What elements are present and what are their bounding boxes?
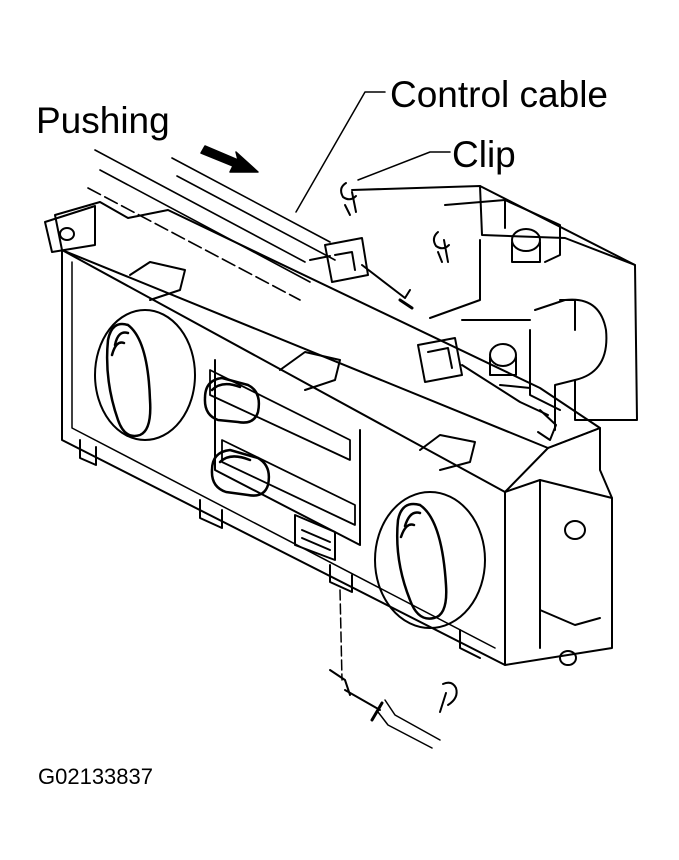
pushing-label: Pushing: [36, 100, 170, 141]
clip-symbols: [340, 182, 458, 713]
knob-right: [395, 502, 448, 620]
incoming-cables: [87, 149, 336, 301]
clip-label: Clip: [452, 134, 516, 175]
slider-knob-lower: [210, 448, 271, 497]
lower-cable: [329, 589, 441, 749]
control-cable-label: Control cable: [390, 74, 609, 115]
control-panel-front: [44, 201, 613, 666]
pushing-arrow: [200, 145, 259, 173]
leader-lines: [295, 91, 451, 213]
knob-left: [105, 322, 152, 438]
figure-code: G02133837: [38, 764, 153, 789]
cable-clamps: [309, 237, 557, 441]
rear-housing: [351, 185, 638, 431]
slider-knob-upper: [203, 376, 261, 424]
